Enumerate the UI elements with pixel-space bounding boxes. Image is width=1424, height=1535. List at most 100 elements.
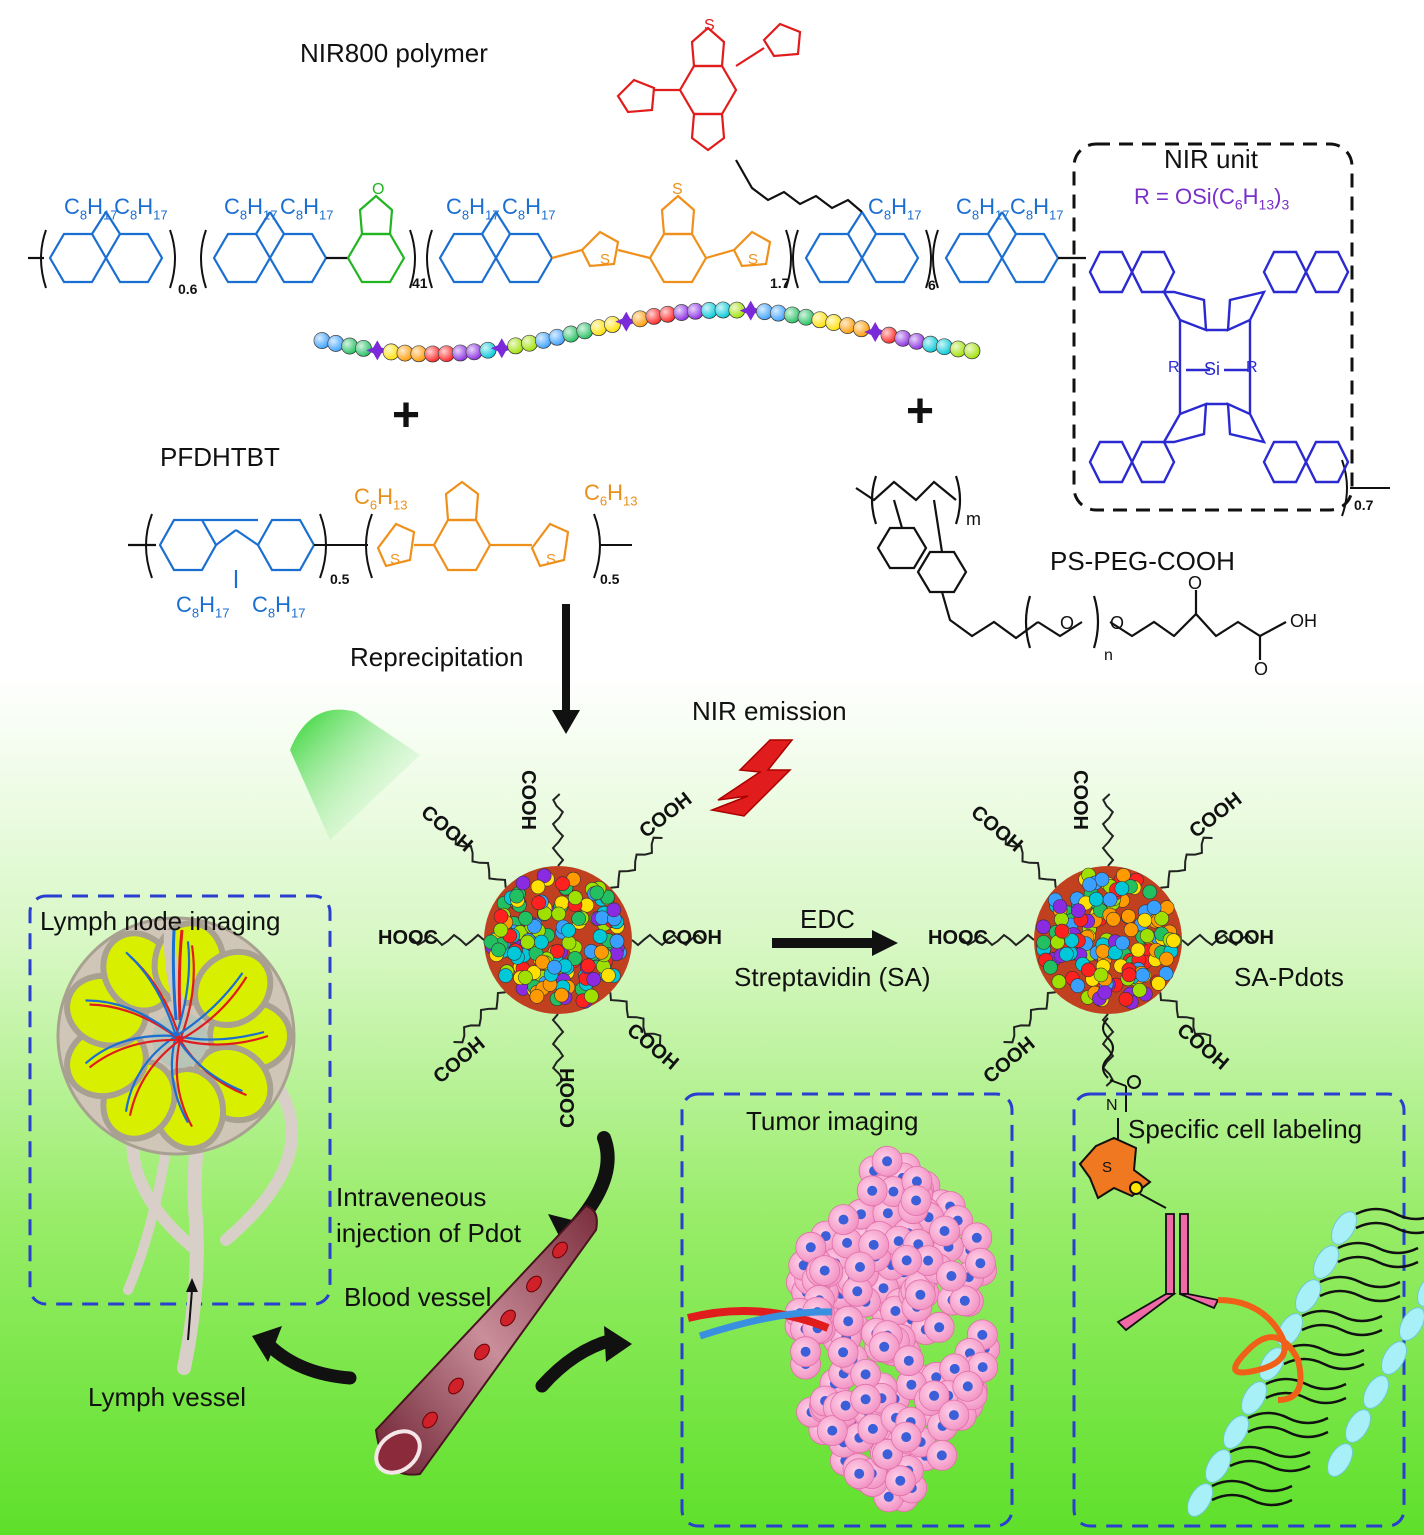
pdot-bead xyxy=(609,933,625,949)
pdot-bead xyxy=(1070,978,1085,994)
sulfur-atom: S xyxy=(1102,1159,1113,1176)
pdot-bead xyxy=(1054,923,1070,939)
lipid-tail xyxy=(1319,1275,1401,1289)
pdot-bead xyxy=(529,989,545,1004)
red-blood-cell xyxy=(500,1309,516,1327)
nir-emission-bolt xyxy=(709,739,794,817)
tumor-cell-nucleus xyxy=(860,1369,871,1380)
bead-highlight xyxy=(576,322,593,339)
lymph-node-illustration xyxy=(56,916,298,1375)
edc-label: EDC xyxy=(800,904,855,934)
bead-highlight xyxy=(479,342,496,359)
tumor-cell-nucleus xyxy=(901,1432,912,1443)
pdot-bead xyxy=(1094,872,1110,887)
tumor-cell-nucleus xyxy=(805,1242,816,1253)
nir-unit-box xyxy=(1072,142,1354,512)
pdot-bead xyxy=(1142,884,1158,900)
pdot-bead xyxy=(1036,919,1051,935)
bead-highlight xyxy=(645,308,662,325)
pdot-bead xyxy=(506,945,522,961)
tumor-cell-nucleus xyxy=(878,1283,889,1294)
pdot-bead xyxy=(547,959,562,975)
red-blood-cell xyxy=(526,1275,542,1293)
bead-highlight xyxy=(936,338,953,355)
pdot-bead xyxy=(1139,928,1155,944)
tumor-imaging-box xyxy=(680,1092,1014,1528)
bead-polymer-chain xyxy=(313,300,981,363)
peg-coil xyxy=(1159,992,1212,1045)
bead-highlight xyxy=(314,332,330,349)
lymph-vein-blue xyxy=(85,999,177,1037)
blood-vessel-illustration xyxy=(374,1204,598,1476)
peg-coil xyxy=(631,933,705,947)
lymph-vein-red xyxy=(128,1039,181,1116)
pdot-bead xyxy=(1158,966,1174,981)
cell-labeling-box xyxy=(1072,1092,1406,1528)
sulfur-atom: S xyxy=(390,551,401,568)
n-subscript: n xyxy=(1104,647,1113,664)
tumor-cell-nucleus xyxy=(923,1255,934,1266)
lipid-head xyxy=(1295,1279,1321,1313)
tumor-cell-nucleus xyxy=(977,1362,988,1373)
bead-highlight xyxy=(687,303,704,320)
tumor-cell-nucleus xyxy=(948,1410,959,1421)
benzoxadiazole-unit xyxy=(346,194,406,284)
pdot-bead xyxy=(601,968,616,983)
streptavidin-linker xyxy=(1102,1017,1141,1140)
bead-star xyxy=(615,311,638,332)
lipid-tail xyxy=(1337,1255,1419,1269)
bead-highlight xyxy=(784,306,801,323)
pdot-bead xyxy=(594,944,609,960)
bead-star xyxy=(739,300,762,321)
bead-star xyxy=(490,338,513,359)
side-chain-label: C8H17 xyxy=(176,592,230,621)
tumor-imaging-label: Tumor imaging xyxy=(746,1106,919,1136)
cooh-label: COOH xyxy=(557,1068,579,1128)
pdot-bead xyxy=(518,970,533,985)
red-blood-cell xyxy=(552,1241,568,1259)
subscript-0-5: 0.5 xyxy=(330,571,350,587)
tumor-cell-nucleus xyxy=(915,1289,926,1300)
bead-highlight xyxy=(355,340,372,357)
tumor-cell-nucleus xyxy=(854,1468,865,1479)
bead-highlight xyxy=(756,303,773,320)
bead-highlight xyxy=(701,302,718,319)
peg-coil xyxy=(454,835,507,888)
tumor-cell-nucleus xyxy=(929,1390,940,1401)
side-chain-label: C8H17 xyxy=(64,194,118,223)
pdot-bead xyxy=(518,911,533,926)
lymph-vein-red xyxy=(179,976,248,1041)
tumor-illustration xyxy=(687,1145,1001,1513)
pdot-bead xyxy=(594,910,610,926)
bead-highlight xyxy=(825,314,842,331)
hexyl-chain-label: C6H13 xyxy=(354,484,408,513)
bead-highlight xyxy=(452,345,469,362)
tumor-cell-nucleus xyxy=(868,1239,879,1250)
bead-highlight xyxy=(424,345,441,362)
pdot-bead xyxy=(1166,933,1181,948)
hooc-label: HOOC xyxy=(378,927,438,949)
pdot-bead xyxy=(1114,881,1130,896)
tumor-cell-nucleus xyxy=(883,1491,894,1502)
lymph-node-box xyxy=(28,894,332,1306)
tumor-cell-nucleus xyxy=(840,1400,851,1411)
m-subscript: m xyxy=(966,509,981,529)
nir800-polymer-title: NIR800 polymer xyxy=(300,38,488,68)
bead-highlight xyxy=(839,317,856,334)
intravenous-label-line2: injection of Pdot xyxy=(336,1218,522,1248)
lymph-vein-red xyxy=(175,1039,193,1128)
lymph-vein-blue xyxy=(125,951,178,1037)
pdot-bead xyxy=(1095,943,1111,959)
cooh-label: COOH xyxy=(1214,927,1274,949)
pdot-bead xyxy=(1102,892,1118,907)
lymph-vein-blue xyxy=(175,972,244,1037)
subscript-0-5: 0.5 xyxy=(600,571,620,587)
red-blood-cell xyxy=(422,1411,438,1429)
pdot-bead xyxy=(567,951,583,966)
pdot-bead xyxy=(561,935,577,951)
oxygen-atom: O xyxy=(1188,573,1203,593)
pdot-bead xyxy=(1135,967,1150,983)
bead-highlight xyxy=(327,335,344,352)
bead-highlight xyxy=(604,316,621,333)
tumor-cell-nucleus xyxy=(819,1265,830,1276)
